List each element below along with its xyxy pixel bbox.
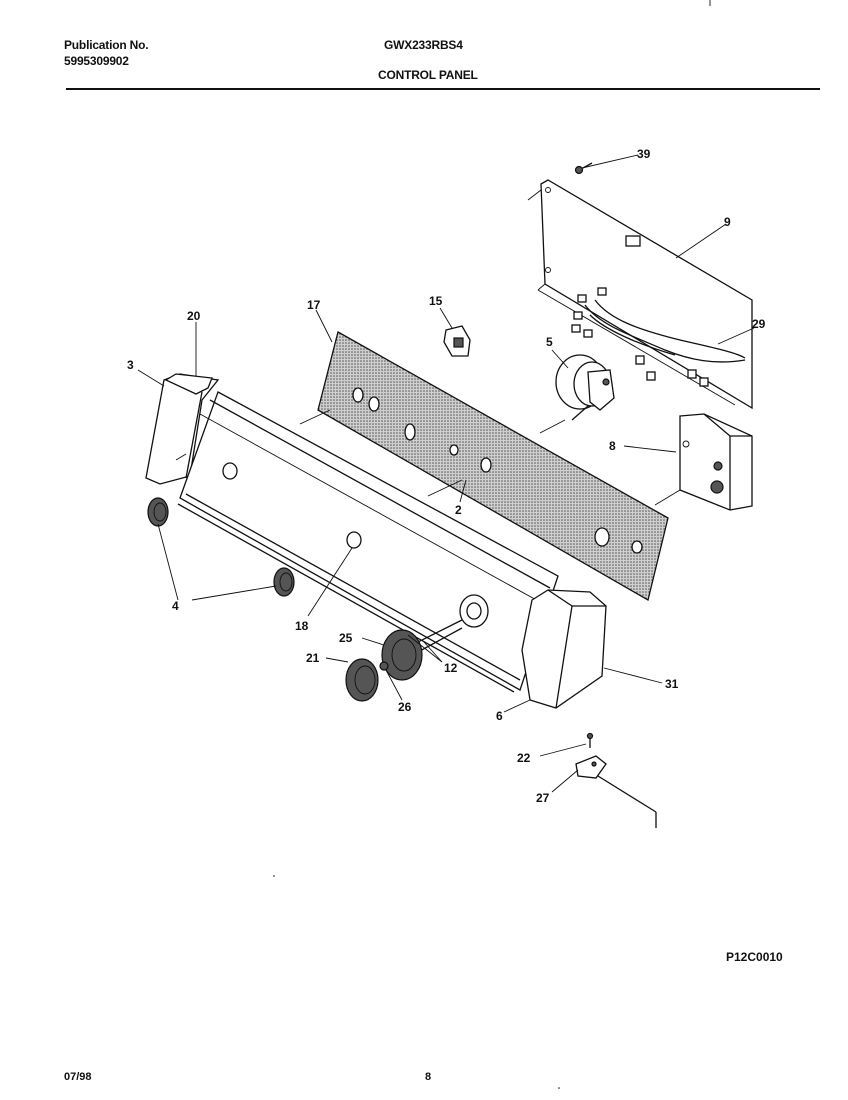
part-29-wire-harness	[571, 287, 746, 387]
callout-25: 25	[339, 631, 353, 645]
part-9-bracket	[527, 179, 753, 410]
callout-15: 15	[429, 294, 443, 308]
revision-date: 07/98	[64, 1071, 92, 1083]
part-4-knob-left	[147, 497, 169, 527]
part-27-bracket	[575, 755, 657, 828]
callout-8: 8	[609, 439, 616, 453]
callout-21: 21	[306, 651, 320, 665]
callout-5: 5	[546, 335, 553, 349]
part-26-clip	[379, 661, 389, 671]
callout-labels: 39 9 29 15 17 20 3 5 8 2 4 18 25 21 12 2…	[127, 147, 766, 805]
callout-18: 18	[295, 619, 309, 633]
model-number: GWX233RBS4	[384, 38, 463, 52]
callout-6: 6	[496, 709, 503, 723]
section-title: CONTROL PANEL	[378, 68, 478, 82]
part-15-connector	[443, 325, 471, 357]
leader-lines	[137, 154, 755, 793]
part-8-timer	[654, 413, 753, 511]
part-21-knob	[345, 658, 379, 702]
callout-17: 17	[307, 298, 321, 312]
page-number: 8	[425, 1071, 432, 1083]
callout-31: 31	[665, 677, 679, 691]
part-4-knob-center	[273, 567, 295, 597]
part-17-panel-backing	[317, 331, 669, 601]
callout-39: 39	[637, 147, 651, 161]
header-rule	[66, 88, 820, 90]
part-22-screw	[586, 732, 594, 748]
callout-3: 3	[127, 358, 134, 372]
callout-9: 9	[724, 215, 731, 229]
callout-2: 2	[455, 503, 462, 517]
part-39-screw	[574, 162, 593, 175]
callout-22: 22	[517, 751, 531, 765]
publication-label: Publication No.	[64, 38, 149, 52]
part-25-knob-skirt	[381, 629, 423, 681]
part-18-console	[177, 391, 559, 693]
part-3-left-end-cap	[145, 373, 220, 485]
speck	[558, 1087, 560, 1089]
callout-20: 20	[187, 309, 201, 323]
callout-29: 29	[752, 317, 766, 331]
part-6-right-end-cap	[521, 589, 607, 709]
callout-27: 27	[536, 791, 550, 805]
figure-code: P12C0010	[726, 950, 783, 964]
callout-12: 12	[444, 661, 458, 675]
panel-backing-holes	[352, 387, 643, 554]
callout-26: 26	[398, 700, 412, 714]
part-5-pressure-switch	[539, 354, 615, 434]
publication-number: 5995309902	[64, 54, 129, 68]
callout-4: 4	[172, 599, 179, 613]
speck	[273, 875, 275, 877]
